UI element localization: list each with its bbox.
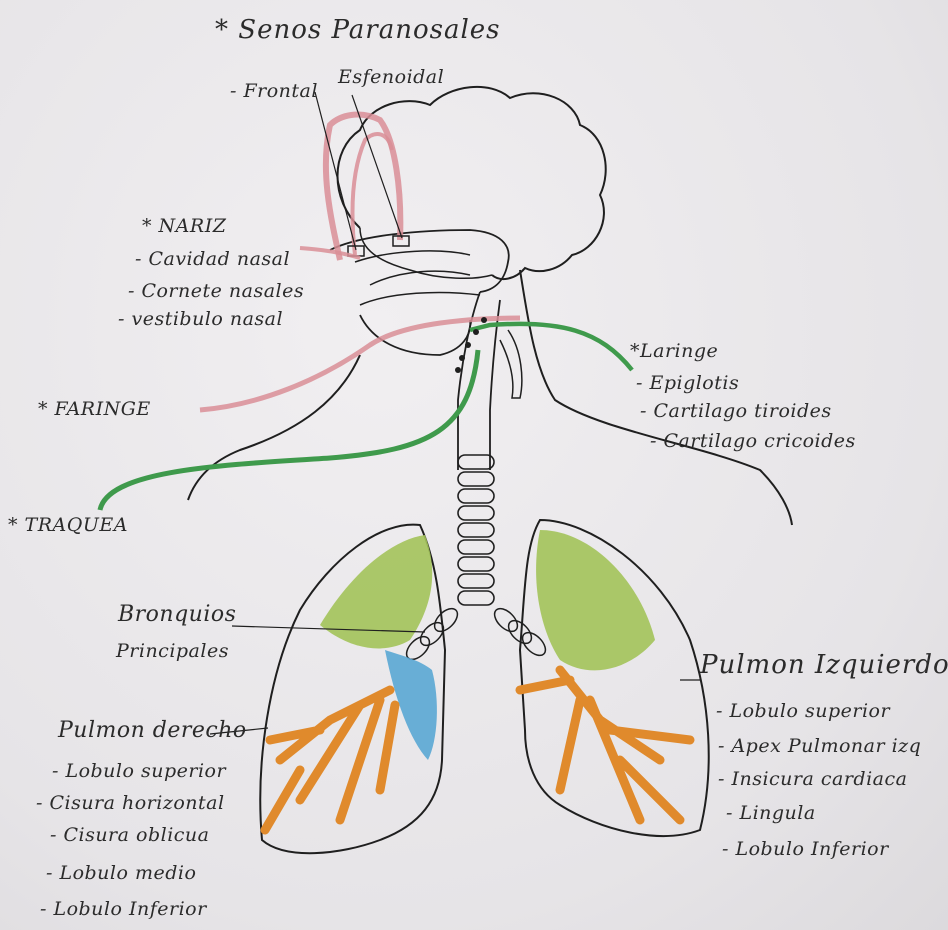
nariz-pointer <box>300 248 360 258</box>
laringe-item-3: - Cartilago cricoides <box>650 430 856 452</box>
pulmon-izquierdo-item-5: - Lobulo Inferior <box>722 838 889 860</box>
pulmon-derecho-item-5: - Lobulo Inferior <box>40 898 207 920</box>
left-lung-lower-bronchi <box>520 670 690 820</box>
nariz-item-2: - Cornete nasales <box>128 280 304 302</box>
esfenoidal-label: Esfenoidal <box>338 66 444 88</box>
esophagus <box>500 330 522 398</box>
nariz-label: * NARIZ <box>142 215 226 237</box>
pulmon-derecho-item-3: - Cisura oblicua <box>50 824 209 846</box>
pulmon-derecho-item-2: - Cisura horizontal <box>36 792 225 814</box>
pulmon-derecho-label: Pulmon derecho <box>58 718 247 743</box>
frontal-sinus <box>326 115 400 260</box>
pulmon-izquierdo-item-1: - Lobulo superior <box>716 700 890 722</box>
pharynx-back-wall <box>520 270 792 525</box>
faringe-label: * FARINGE <box>38 398 151 420</box>
pulmon-izquierdo-item-3: - Insicura cardiaca <box>718 768 907 790</box>
bronquios-label-1: Bronquios <box>118 602 236 627</box>
traquea-label: * TRAQUEA <box>8 514 128 536</box>
trachea-rings <box>458 455 494 605</box>
pulmon-derecho-item-4: - Lobulo medio <box>46 862 196 884</box>
nariz-item-3: - vestibulo nasal <box>118 308 283 330</box>
senos-paranasales-label: * Senos Paranosales <box>215 15 501 45</box>
pulmon-izquierdo-label: Pulmon Izquierdo <box>700 650 948 680</box>
frontal-label: - Frontal <box>230 80 318 102</box>
pulmon-izquierdo-item-2: - Apex Pulmonar izq <box>718 735 921 757</box>
nariz-item-1: - Cavidad nasal <box>135 248 290 270</box>
neck-front <box>188 355 360 500</box>
laringe-item-2: - Cartilago tiroides <box>640 400 832 422</box>
pulmon-izquierdo-item-4: - Lingula <box>726 802 816 824</box>
left-lung-upper-lobe <box>536 530 655 670</box>
bronchi-rings <box>402 604 549 663</box>
laringe-item-1: - Epiglotis <box>636 372 739 394</box>
right-lung-lower-bronchi <box>265 690 395 830</box>
laringe-label: *Laringe <box>630 340 718 362</box>
pulmon-derecho-item-1: - Lobulo superior <box>52 760 226 782</box>
palate <box>360 292 480 305</box>
nasal-turbinates <box>355 251 470 285</box>
bronquios-label-2: Principales <box>116 640 229 662</box>
